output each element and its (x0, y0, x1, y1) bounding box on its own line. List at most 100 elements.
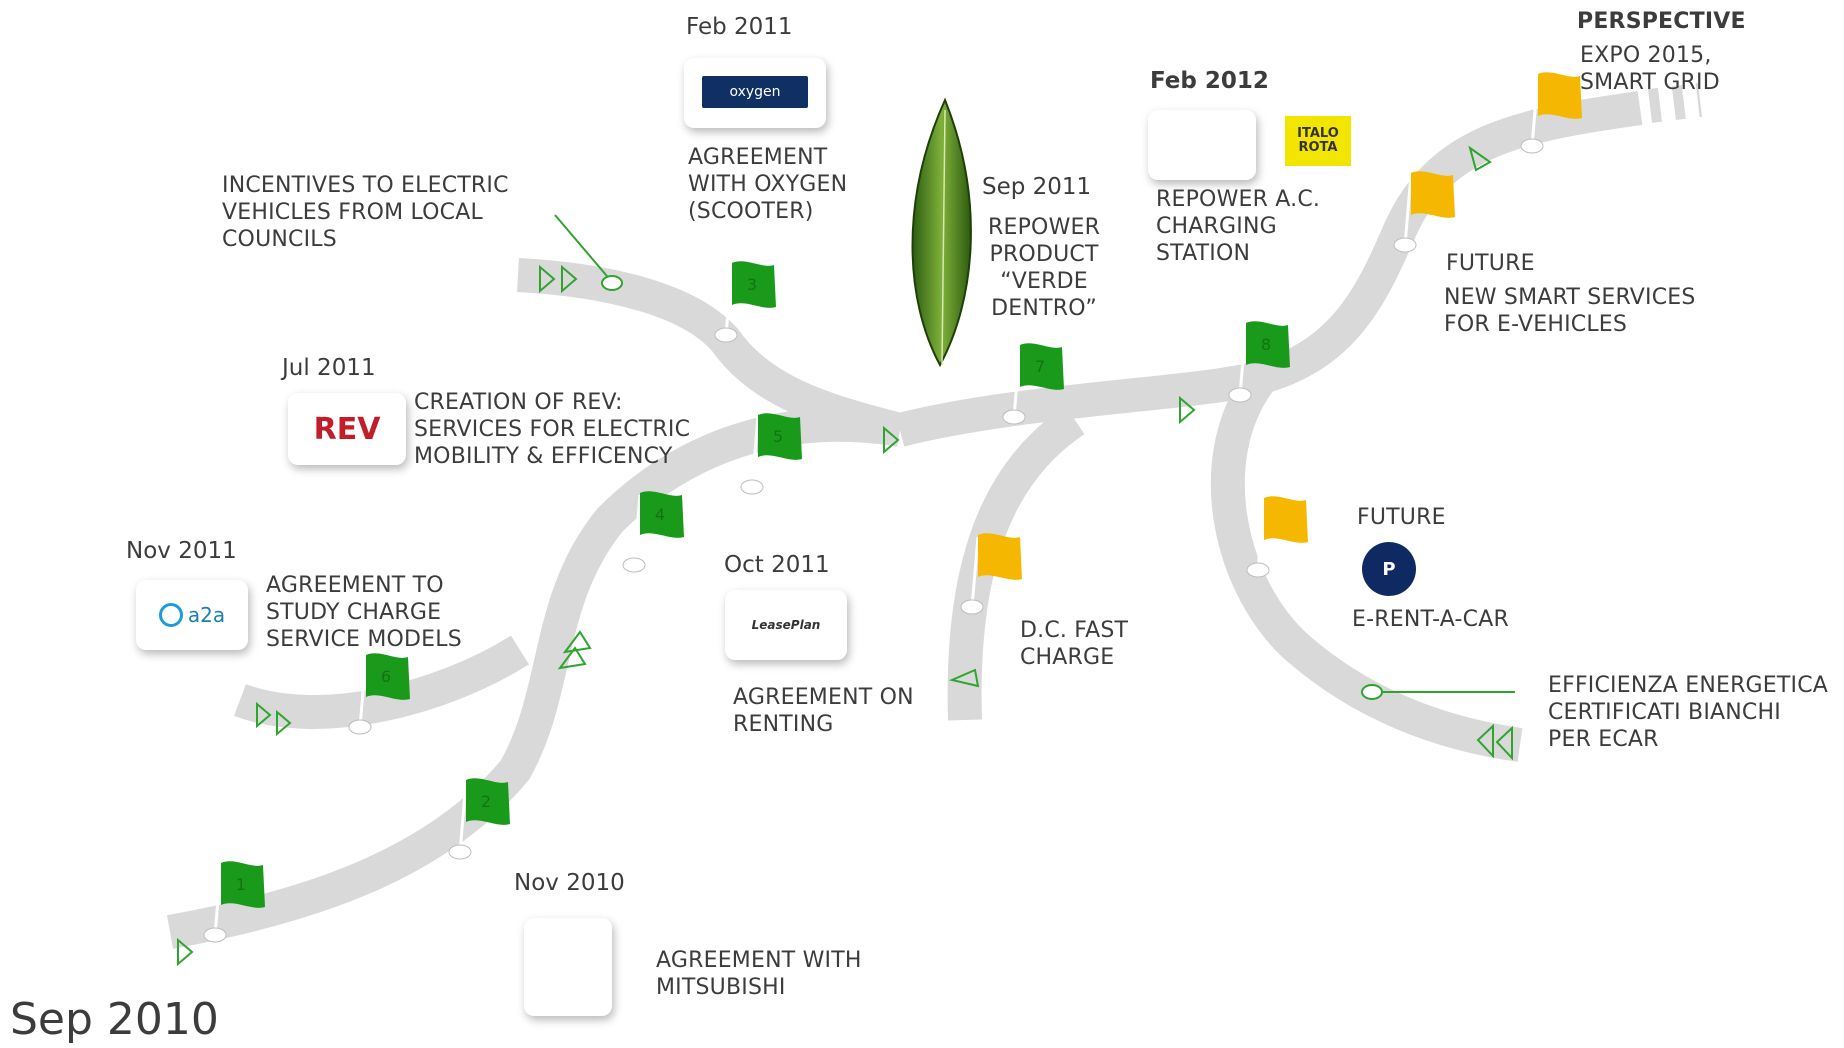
arrow-marker-icon (557, 646, 587, 670)
flag-base (714, 327, 738, 343)
flag-base (960, 599, 984, 615)
arrow-marker-icon (177, 937, 194, 967)
road-a2a-branch (234, 635, 530, 729)
flag-base (203, 927, 227, 943)
flag-number: 4 (655, 505, 665, 524)
flag-icon: 7 (1002, 343, 1064, 425)
flag-icon (1520, 72, 1582, 154)
flag-number: 6 (381, 667, 391, 686)
flag-icon: 4 (622, 491, 684, 573)
arrow-marker-icon (1179, 395, 1196, 425)
callout-dot (601, 275, 623, 291)
flag-pole (458, 781, 468, 853)
road-network (166, 83, 1703, 949)
flag-fabric (1538, 72, 1582, 119)
leaseplan-logo-text: LeasePlan (751, 618, 821, 632)
flag-base (622, 557, 646, 573)
logo-card-oxygen: oxygen (684, 58, 826, 128)
arrow-marker-icon (539, 264, 556, 294)
flag-base (348, 719, 372, 735)
future-rent-heading: FUTURE (1357, 505, 1446, 530)
flag-pole (358, 656, 368, 728)
flag-fabric (1246, 321, 1290, 368)
road-dc-branch (947, 405, 1085, 721)
road-main-center (895, 91, 1643, 447)
flag-number: 7 (1035, 357, 1045, 376)
flag-pole (1012, 346, 1022, 418)
flag-fabric (1411, 171, 1455, 218)
callout-dot (1361, 684, 1383, 700)
incentives-label: INCENTIVES TO ELECTRIC VEHICLES FROM LOC… (222, 173, 509, 252)
oxygen-logo-text: oxygen (729, 84, 781, 100)
road-dashed-end (1647, 83, 1703, 123)
flag-number: 8 (1261, 335, 1271, 354)
italo-rota-line1: ITALO (1297, 126, 1339, 141)
oxygen-description: AGREEMENT WITH OXYGEN (SCOOTER) (688, 145, 848, 224)
italo-rota-logo: ITALO ROTA (1285, 116, 1351, 166)
a2a-description: AGREEMENT TO STUDY CHARGE SERVICE MODELS (266, 573, 462, 652)
flag-base (1228, 387, 1252, 403)
logo-card-a2a: a2a (136, 580, 248, 650)
flag-fabric (640, 491, 684, 538)
flag-icon: 2 (448, 778, 510, 860)
flag-icon (1246, 496, 1308, 578)
date-sep-2011: Sep 2011 (982, 174, 1092, 200)
date-nov-2011: Nov 2011 (126, 538, 237, 564)
flag-pole (750, 416, 760, 488)
logo-card-repower-ac (1148, 110, 1256, 180)
flag-base (740, 479, 764, 495)
arrow-marker-icon (1468, 145, 1492, 172)
flag-icon (1393, 171, 1455, 253)
flag-pole (970, 536, 980, 608)
date-oct-2011: Oct 2011 (724, 552, 830, 578)
italo-rota-line2: ROTA (1298, 140, 1338, 155)
oxygen-logo: oxygen (702, 76, 808, 108)
date-feb-2011: Feb 2011 (686, 14, 793, 40)
flag-icon (960, 533, 1022, 615)
flag-pole (1403, 174, 1413, 246)
flag-number: 5 (773, 427, 783, 446)
flag-icon: 5 (740, 413, 802, 495)
logo-card-rev: REV (288, 393, 406, 465)
future-rent-label: E-RENT-A-CAR (1352, 607, 1509, 632)
flag-base (1393, 237, 1417, 253)
rev-logo: REV (288, 393, 406, 465)
logo-card-leaseplan: LeasePlan (725, 590, 847, 660)
flag-base (1520, 138, 1544, 154)
future-services-heading: FUTURE (1446, 251, 1535, 276)
a2a-logo-icon (158, 603, 183, 627)
flag-fabric (1020, 343, 1064, 390)
flag-fabric (466, 778, 510, 825)
perspective-heading: PERSPECTIVE (1577, 9, 1746, 34)
logo-card-mitsubishi (524, 918, 612, 1016)
arrow-marker-icon (883, 425, 900, 455)
flag-fabric (978, 533, 1022, 580)
flag-number: 2 (481, 792, 491, 811)
flag-number: 3 (747, 275, 757, 294)
arrow-marker-icon (1495, 725, 1513, 761)
road-efficienza-branch (1210, 369, 1523, 762)
arrow-marker-icon (256, 701, 272, 729)
dc-fast-charge-label: D.C. FAST CHARGE (1020, 618, 1129, 670)
leaseplan-description: AGREEMENT ON RENTING (733, 685, 914, 737)
flag-pole (213, 864, 223, 936)
flag-fabric (758, 413, 802, 460)
a2a-logo: a2a (136, 580, 248, 650)
arrow-marker-icon (948, 668, 980, 688)
flag-fabric (1264, 496, 1308, 543)
flag-fabric (732, 261, 776, 308)
rev-logo-text: REV (313, 411, 381, 447)
flag-pole (1530, 75, 1540, 147)
verde-dentro-description: REPOWER PRODUCT “VERDE DENTRO” (988, 215, 1101, 321)
leaf-icon (911, 97, 972, 368)
flags: 1 2 3 4 5 6 7 8 (203, 72, 1582, 943)
flag-icon: 1 (203, 861, 265, 943)
start-date: Sep 2010 (10, 994, 219, 1045)
arrow-marker-icon (562, 630, 592, 654)
flag-fabric (221, 861, 265, 908)
rev-description: CREATION OF REV: SERVICES FOR ELECTRIC M… (414, 390, 691, 469)
flag-base (1246, 562, 1270, 578)
road-main-lower (166, 407, 903, 949)
flag-base (448, 844, 472, 860)
